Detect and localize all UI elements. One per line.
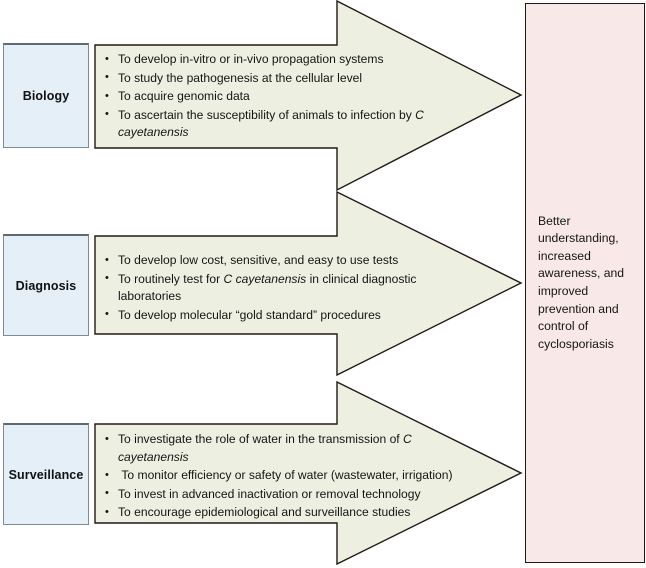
- list-item: To develop low cost, sensitive, and easy…: [104, 252, 444, 270]
- bullet-block-biology: To develop in-vitro or in-vivo propagati…: [104, 51, 454, 143]
- outcome-box[interactable]: Better understanding, increased awarenes…: [525, 3, 645, 563]
- bullet-list-diagnosis: To develop low cost, sensitive, and easy…: [104, 252, 444, 324]
- list-item: To encourage epidemiological and surveil…: [104, 504, 469, 522]
- category-label-surveillance: Surveillance: [8, 467, 84, 482]
- list-item: To invest in advanced inactivation or re…: [104, 485, 469, 504]
- bullet-block-diagnosis: To develop low cost, sensitive, and easy…: [104, 252, 444, 325]
- category-label-biology: Biology: [22, 89, 70, 103]
- bullet-list-biology: To develop in-vitro or in-vivo propagati…: [104, 51, 454, 142]
- list-item: To acquire genomic data: [104, 88, 454, 106]
- list-item: To study the pathogenesis at the cellula…: [104, 69, 454, 88]
- list-item: To investigate the role of water in the …: [104, 430, 469, 466]
- outcome-text: Better understanding, increased awarenes…: [538, 213, 625, 351]
- bullet-list-surveillance: To investigate the role of water in the …: [104, 430, 469, 522]
- category-box-surveillance[interactable]: Surveillance: [3, 423, 89, 525]
- list-item: To ascertain the susceptibility of anima…: [104, 106, 454, 142]
- bullet-block-surveillance: To investigate the role of water in the …: [104, 430, 469, 523]
- list-item: To routinely test for C cayetanensis in …: [104, 270, 444, 306]
- list-item: To monitor efficiency or safety of water…: [104, 467, 469, 485]
- list-item: To develop molecular “gold standard” pro…: [104, 306, 444, 325]
- category-box-diagnosis[interactable]: Diagnosis: [3, 234, 89, 336]
- category-label-diagnosis: Diagnosis: [15, 278, 77, 293]
- category-box-biology[interactable]: Biology: [3, 43, 89, 148]
- list-item: To develop in-vitro or in-vivo propagati…: [104, 51, 454, 69]
